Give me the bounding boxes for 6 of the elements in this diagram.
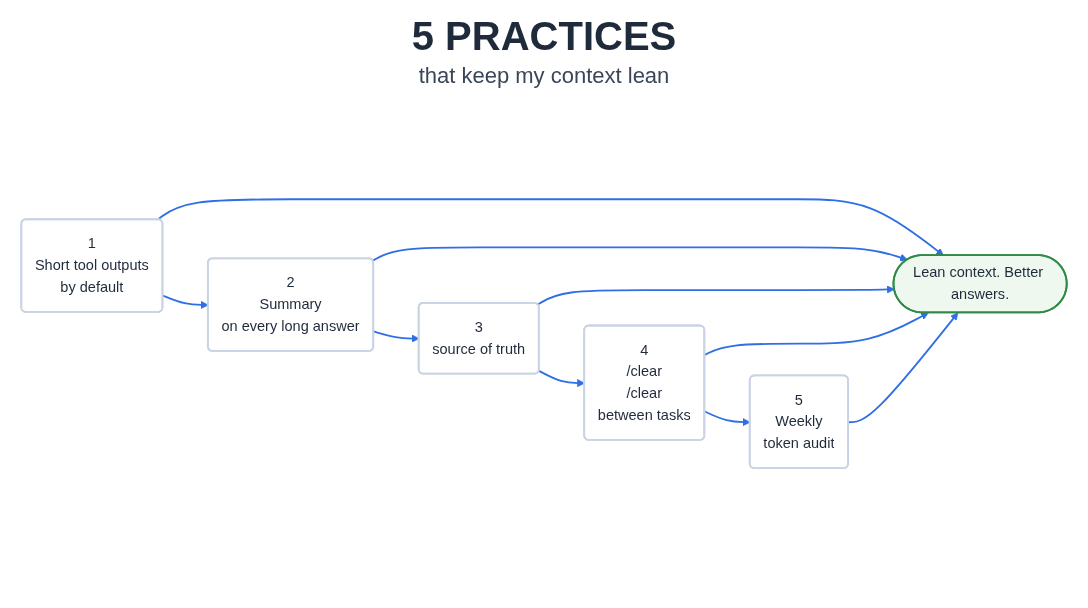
arrow [538, 370, 585, 388]
subtitle: that keep my context lean [418, 63, 670, 89]
arrow [536, 285, 895, 306]
arrow [371, 246, 908, 262]
title: 5 PRACTICES [411, 14, 677, 59]
arrow [156, 198, 944, 257]
